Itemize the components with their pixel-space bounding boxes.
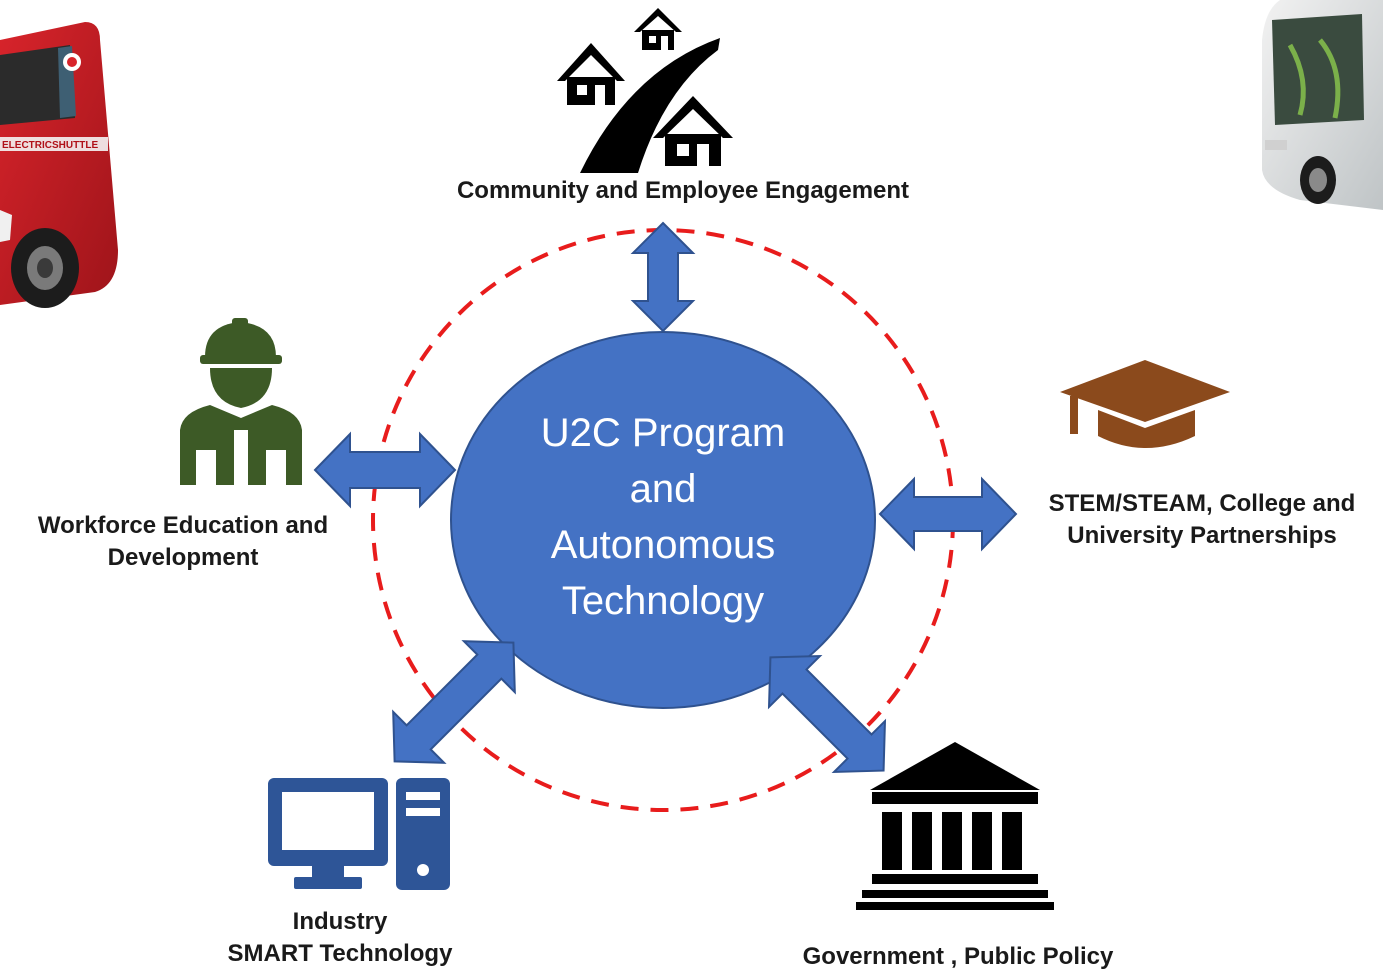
core-line-4: Technology <box>561 579 765 623</box>
graduation-cap-icon <box>1060 360 1230 448</box>
industry-label: Industry SMART Technology <box>190 906 490 970</box>
arrow-stem <box>878 476 1018 552</box>
core-line-3: Autonomous <box>550 523 776 567</box>
stem-label-line1: STEM/STEAM, College and <box>1048 490 1356 517</box>
core-line-2: and <box>629 467 697 511</box>
arrow-workforce <box>313 431 457 509</box>
arrow-industry <box>392 640 516 764</box>
stem-label-line2: University Partnerships <box>1067 522 1337 549</box>
government-building-icon <box>856 742 1054 910</box>
industry-label-line1: Industry <box>292 908 388 935</box>
core-label: U2C Program and Autonomous Technology <box>493 405 833 629</box>
government-label: Government , Public Policy <box>802 943 1114 970</box>
workforce-label-line2: Development <box>107 544 259 571</box>
electric-shuttle-photo: ELECTRICSHUTTLE <box>0 10 140 388</box>
houses-road-icon <box>557 8 733 173</box>
community-label: Community and Employee Engagement <box>456 177 910 204</box>
workforce-label-line1: Workforce Education and <box>37 512 329 539</box>
arrow-government <box>767 654 887 774</box>
workforce-label: Workforce Education and Development <box>8 510 358 574</box>
core-line-1: U2C Program <box>540 411 786 455</box>
shuttle-van-photo <box>1262 0 1383 210</box>
construction-worker-icon <box>180 318 302 485</box>
industry-label-line2: SMART Technology <box>227 940 453 967</box>
stem-label: STEM/STEAM, College and University Partn… <box>1022 488 1382 552</box>
shuttle-text: ELECTRICSHUTTLE <box>2 140 98 151</box>
arrow-community <box>630 221 696 333</box>
desktop-computer-icon <box>268 778 450 890</box>
